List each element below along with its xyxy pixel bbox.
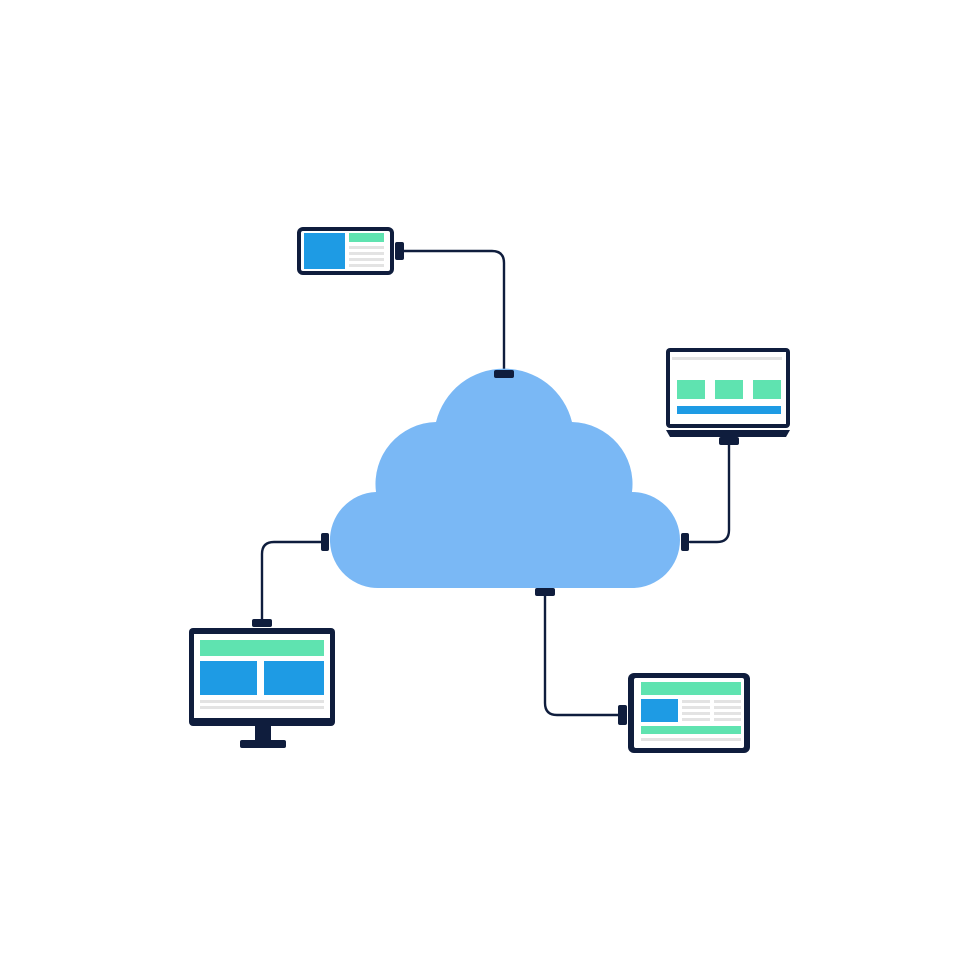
connector-right bbox=[681, 533, 689, 551]
cable-cloud-laptop bbox=[688, 442, 731, 544]
phone-block-green bbox=[349, 233, 384, 242]
tablet-bar-green-bottom bbox=[641, 726, 741, 734]
cable-cloud-phone bbox=[402, 249, 506, 374]
tablet-block-blue bbox=[641, 699, 678, 722]
phone-port bbox=[395, 242, 404, 260]
smartphone-icon bbox=[297, 227, 404, 275]
cloud-icon bbox=[329, 368, 680, 589]
connections bbox=[260, 249, 731, 717]
tablet-bar-green-top bbox=[641, 682, 741, 695]
desktop-port bbox=[252, 619, 272, 627]
laptop-block-green-3 bbox=[753, 380, 781, 399]
desktop-monitor-icon bbox=[189, 619, 335, 748]
cable-cloud-tablet bbox=[543, 591, 622, 717]
laptop-port bbox=[719, 437, 739, 445]
tablet-port bbox=[618, 705, 627, 725]
laptop-bar-blue bbox=[677, 406, 781, 414]
phone-block-blue bbox=[304, 233, 345, 269]
cable-cloud-desktop bbox=[260, 540, 324, 623]
connector-bottom bbox=[535, 588, 555, 596]
desktop-block-blue-2 bbox=[264, 661, 324, 695]
connector-top bbox=[494, 370, 514, 378]
desktop-bar-green bbox=[200, 640, 324, 656]
connector-left bbox=[321, 533, 329, 551]
tablet-icon bbox=[618, 673, 750, 753]
laptop-block-green-2 bbox=[715, 380, 743, 399]
laptop-icon bbox=[666, 348, 790, 445]
desktop-block-blue-1 bbox=[200, 661, 257, 695]
cloud-connectors bbox=[321, 370, 689, 596]
laptop-block-green-1 bbox=[677, 380, 705, 399]
